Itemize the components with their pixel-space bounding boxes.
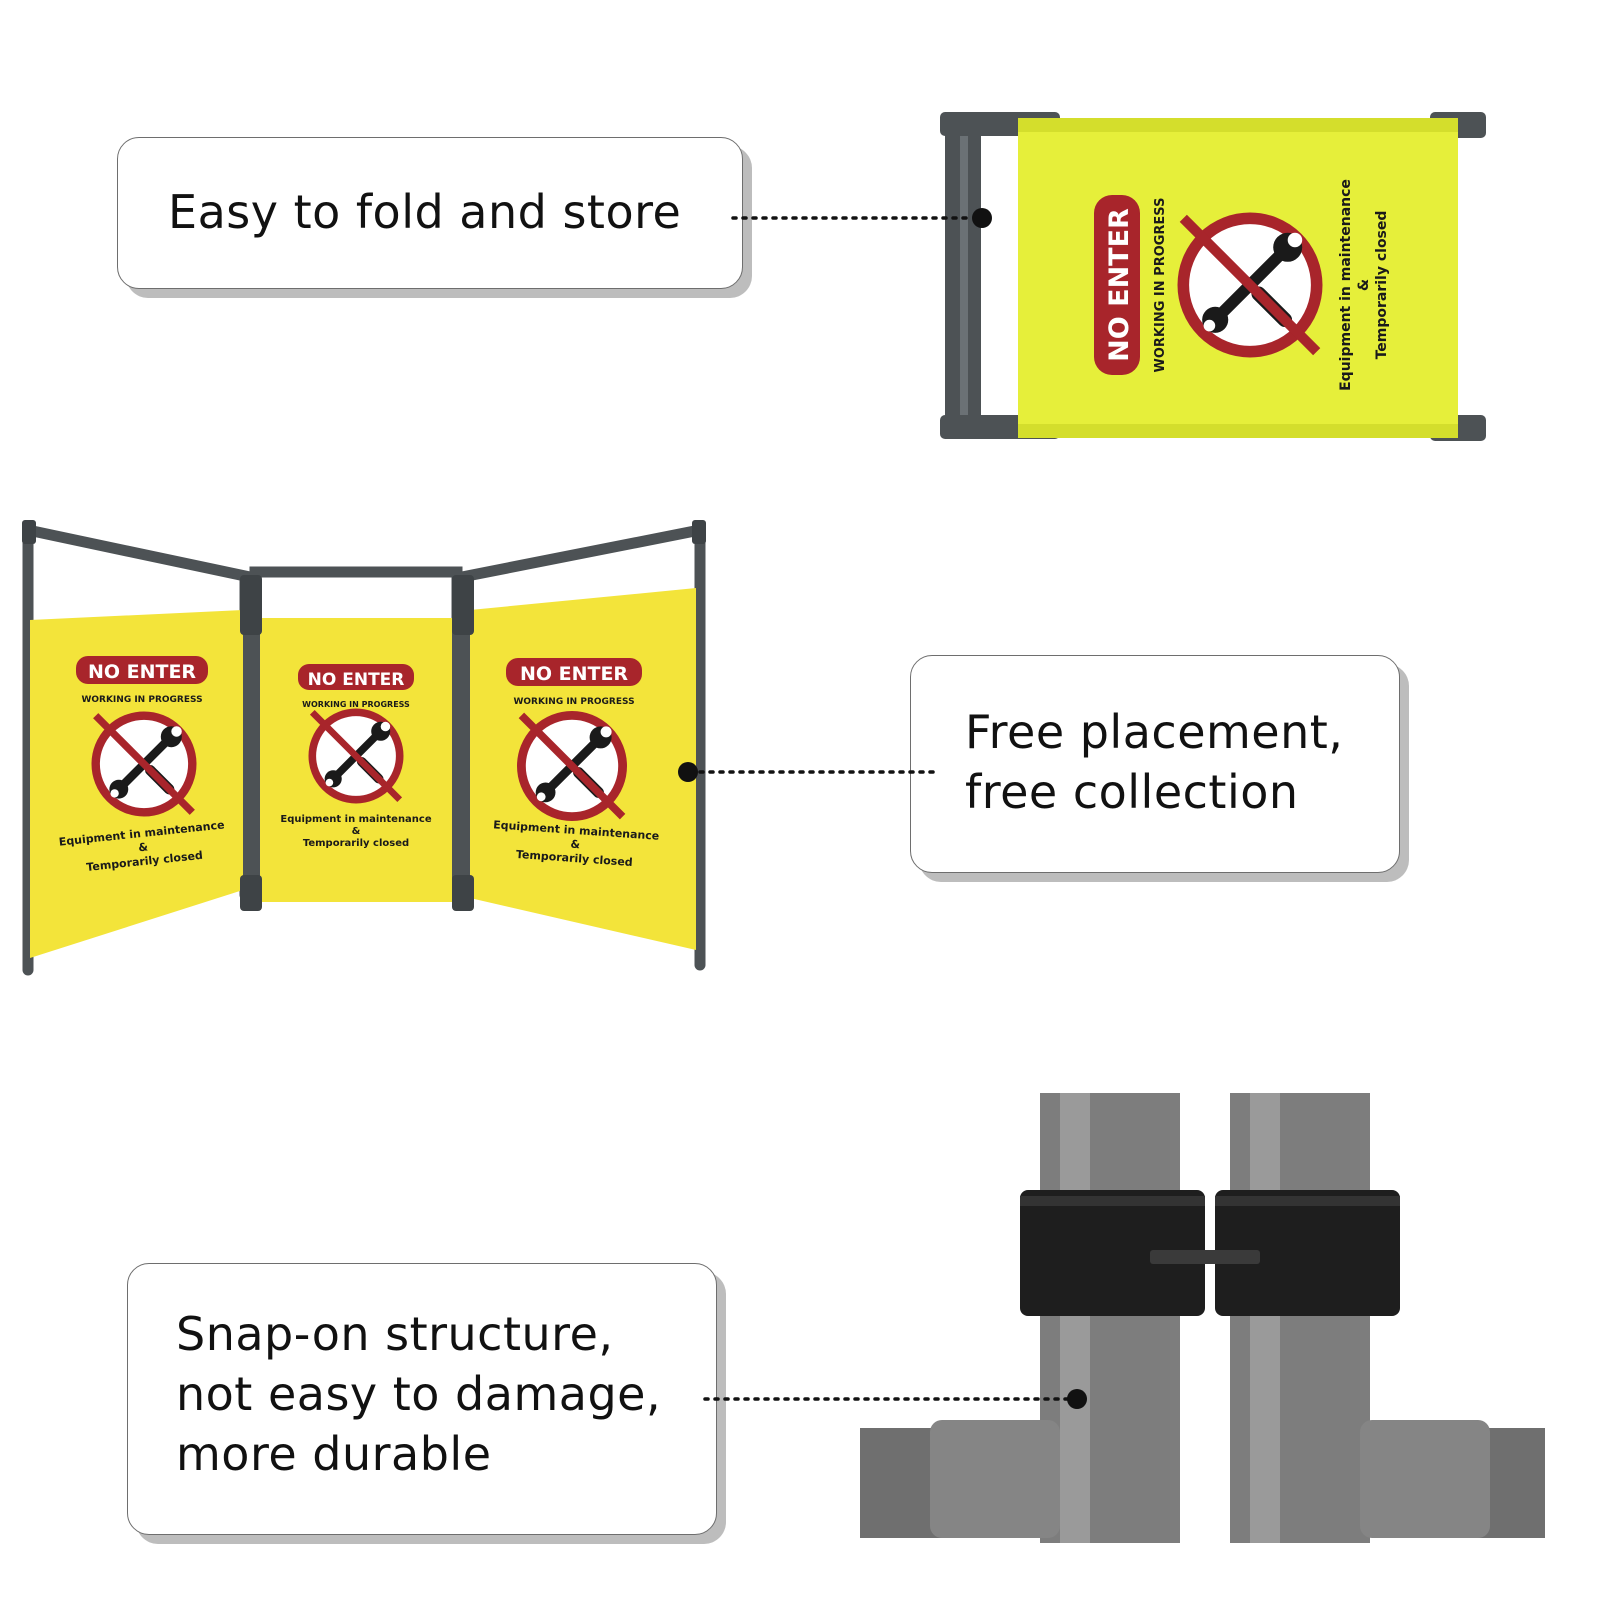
tool-icon xyxy=(312,712,399,799)
center-sign: NO ENTER WORKING IN PROGRESS Equipment i… xyxy=(280,664,432,849)
tool-icon xyxy=(521,715,622,816)
leader-dot xyxy=(972,208,992,228)
sign-footer-line: & xyxy=(138,840,149,854)
sign-footer-line: Temporarily closed xyxy=(1374,211,1390,360)
leader-lines xyxy=(688,216,1072,1401)
barrier-joints xyxy=(22,520,706,911)
no-enter-badge xyxy=(506,658,642,686)
sign-footer-line: Temporarily closed xyxy=(303,838,409,849)
sign-headline: NO ENTER xyxy=(1104,208,1135,362)
callout-text: Snap-on structure, not easy to damage, m… xyxy=(176,1304,661,1484)
barrier-frame xyxy=(22,523,706,976)
callout-snap: Snap-on structure, not easy to damage, m… xyxy=(127,1263,717,1535)
callout-text: Easy to fold and store xyxy=(168,182,681,242)
callout-placement: Free placement, free collection xyxy=(910,655,1400,873)
sign-subline: WORKING IN PROGRESS xyxy=(513,697,634,707)
callout-text: Free placement, free collection xyxy=(965,702,1343,822)
sign-headline: NO ENTER xyxy=(88,661,196,683)
leader-dot xyxy=(1067,1389,1087,1409)
banner-hem xyxy=(1018,118,1458,132)
sign-headline: NO ENTER xyxy=(520,663,628,685)
callout-line: Easy to fold and store xyxy=(168,185,682,239)
tee-socket xyxy=(1360,1420,1490,1538)
tool-icon xyxy=(96,716,193,813)
sign-footer-line: Equipment in maintenance xyxy=(280,814,431,825)
banner-hem xyxy=(1018,424,1458,438)
callout-line: free collection xyxy=(965,765,1299,819)
clip-latch xyxy=(1150,1250,1260,1264)
callout-fold: Easy to fold and store xyxy=(117,137,743,289)
callout-line: more durable xyxy=(176,1427,492,1481)
no-enter-badge xyxy=(1094,195,1140,375)
sign-subline: WORKING IN PROGRESS xyxy=(302,700,410,709)
callout-line: Snap-on structure, xyxy=(176,1307,614,1361)
no-enter-badge xyxy=(298,664,414,690)
sign-headline: NO ENTER xyxy=(308,670,405,690)
snap-clip-image xyxy=(860,1093,1545,1543)
pipe-highlight xyxy=(1060,1093,1090,1543)
pipe-highlight xyxy=(1250,1093,1280,1543)
callout-line: Free placement, xyxy=(965,705,1344,759)
sign-footer-line: Equipment in maintenance xyxy=(1338,179,1354,391)
no-enter-badge xyxy=(76,656,208,684)
open-barrier-image: NO ENTER WORKING IN PROGRESS Equipment i… xyxy=(22,520,706,976)
sign-footer-line: & xyxy=(570,838,581,852)
sign-subline: WORKING IN PROGRESS xyxy=(1153,198,1168,373)
sign-footer-line: & xyxy=(352,826,361,837)
sign-subline: WORKING IN PROGRESS xyxy=(81,695,202,705)
sign-footer-line: & xyxy=(1356,279,1372,291)
sign-content: NO ENTER WORKING IN PROGRESS xyxy=(1094,195,1168,375)
sign-footer: Equipment in maintenance & Temporarily c… xyxy=(1338,179,1390,391)
tool-icon xyxy=(1183,218,1316,351)
callout-line: not easy to damage, xyxy=(176,1367,662,1421)
folded-barrier-image: NO ENTER WORKING IN PROGRESS Equipment i… xyxy=(940,112,1486,441)
clip-edge xyxy=(1215,1196,1400,1206)
clip-edge xyxy=(1020,1196,1205,1206)
right-sign: NO ENTER WORKING IN PROGRESS Equipment i… xyxy=(493,658,660,869)
tee-socket xyxy=(930,1420,1060,1538)
clip-right xyxy=(1215,1190,1400,1316)
clip-left xyxy=(1020,1190,1205,1316)
leader-dot xyxy=(678,762,698,782)
frame-highlight xyxy=(960,130,968,422)
